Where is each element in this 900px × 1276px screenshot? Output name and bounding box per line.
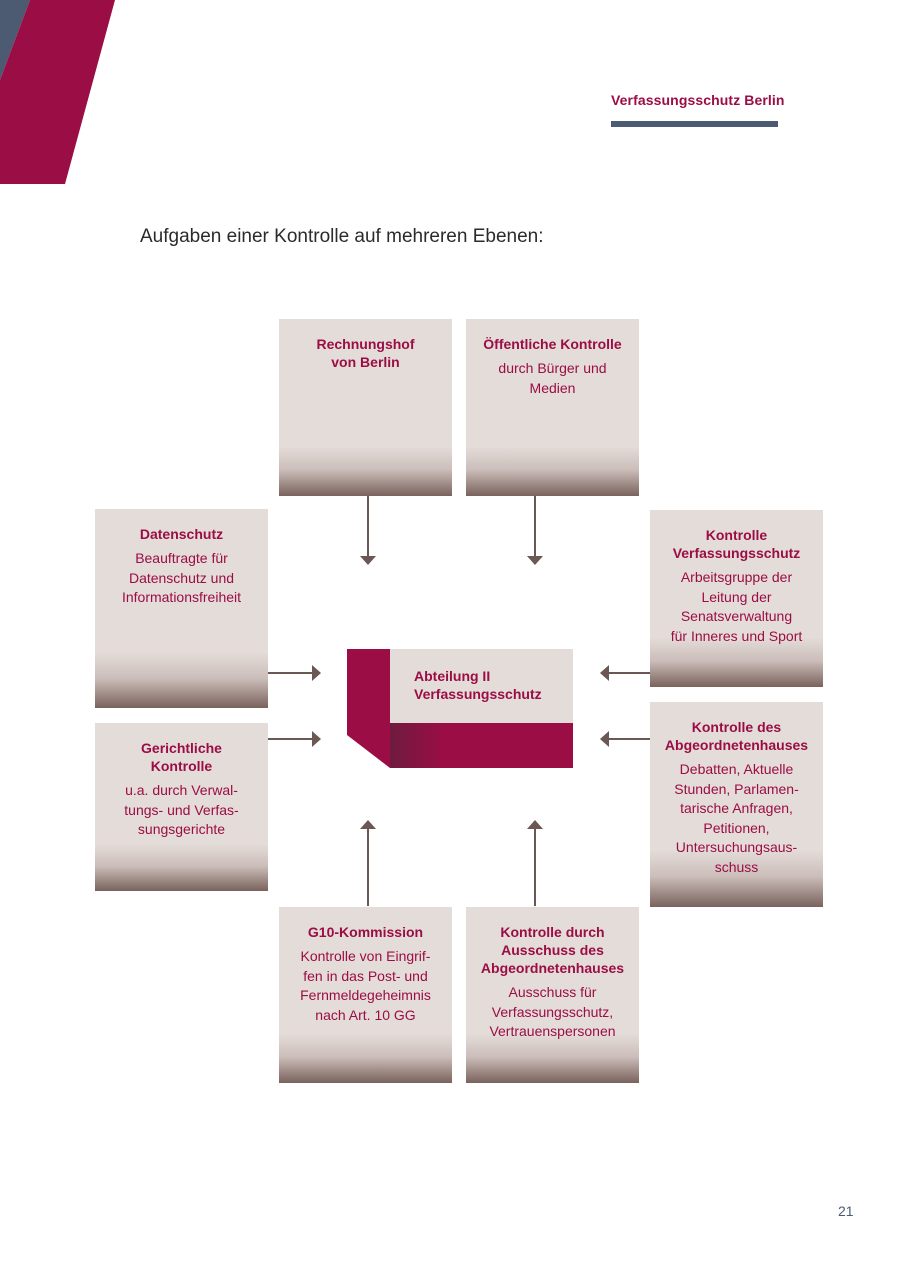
arrow-datenschutz [268,665,321,681]
box-datenschutz-title: Datenschutz [139,526,224,542]
header-title: Verfassungsschutz Berlin [611,92,785,108]
box-abgeordnetenhaus-subtitle: Debatten, Aktuelle Stunden, Parlamen- ta… [674,761,799,875]
box-rechnungshof: Rechnungshof von Berlin [279,319,452,496]
page-heading: Aufgaben einer Kontrolle auf mehreren Eb… [140,226,544,247]
box-kontrolle-abgeordnetenhaus: Kontrolle des Abgeordnetenhauses Debatte… [650,702,823,907]
arrow-oeffentliche [527,496,543,565]
center-box-label: Abteilung II Verfassungsschutz [414,668,542,702]
box-rechnungshof-title: Rechnungshof von Berlin [316,336,415,370]
box-g10-subtitle: Kontrolle von Eingrif- fen in das Post- … [300,948,431,1023]
box-ausschuss-subtitle: Ausschuss für Verfassungsschutz, Vertrau… [489,984,616,1039]
box-kontrolle-vs-subtitle: Arbeitsgruppe der Leitung der Senatsverw… [670,569,803,644]
box-oeffentliche-subtitle: durch Bürger und Medien [498,360,607,396]
box-datenschutz: Datenschutz Beauftragte für Datenschutz … [95,509,268,708]
box-oeffentliche-title: Öffentliche Kontrolle [483,336,622,352]
box-kontrolle-ausschuss: Kontrolle durch Ausschuss des Abgeordnet… [466,907,639,1083]
box-datenschutz-subtitle: Beauftragte für Datenschutz und Informat… [121,550,242,605]
box-abgeordnetenhaus-title: Kontrolle des Abgeordnetenhauses [664,719,809,753]
box-gerichtliche-kontrolle: Gerichtliche Kontrolle u.a. durch Verwal… [95,723,268,891]
arrow-kontrolle-vs [600,665,650,681]
corner-red-shape [0,0,115,184]
box-kontrolle-verfassungsschutz: Kontrolle Verfassungsschutz Arbeitsgrupp… [650,510,823,687]
corner-decoration [0,0,115,184]
header-rule [611,121,778,127]
center-box-band [390,723,573,768]
box-gerichtliche-subtitle: u.a. durch Verwal- tungs- und Verfas- su… [124,782,239,837]
center-box-light [390,649,573,723]
arrow-abgeordnetenhaus [600,731,650,747]
box-ausschuss-title: Kontrolle durch Ausschuss des Abgeordnet… [480,924,625,976]
arrow-ausschuss [527,820,543,906]
box-kontrolle-vs-title: Kontrolle Verfassungsschutz [672,527,801,561]
center-box [347,649,573,768]
center-box-fold [347,649,390,768]
arrow-rechnungshof [360,496,376,565]
page-number: 21 [838,1203,854,1219]
box-gerichtliche-title: Gerichtliche Kontrolle [141,740,222,774]
arrow-gerichtliche [268,731,321,747]
box-g10-title: G10-Kommission [307,924,424,940]
box-oeffentliche-kontrolle: Öffentliche Kontrolle durch Bürger und M… [466,319,639,496]
box-g10-kommission: G10-Kommission Kontrolle von Eingrif- fe… [279,907,452,1083]
arrow-g10 [360,820,376,906]
